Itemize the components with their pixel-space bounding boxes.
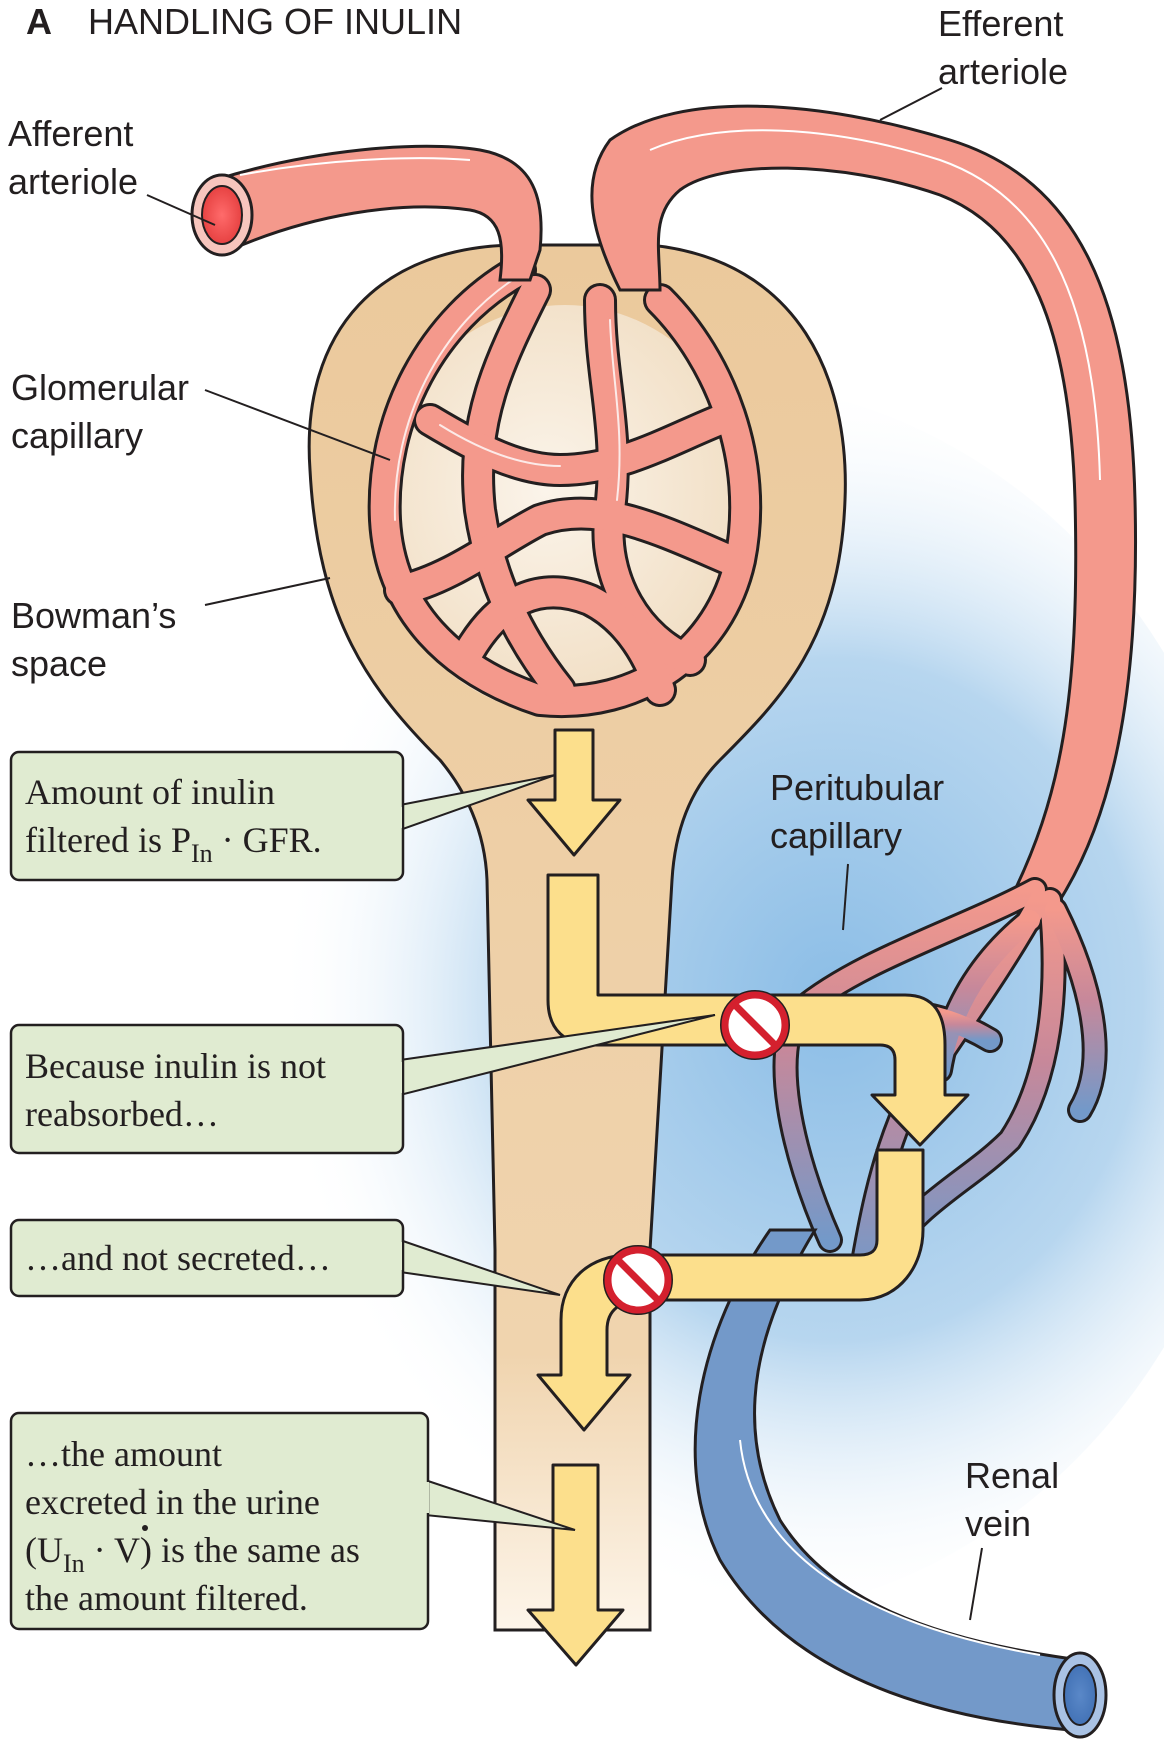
callout-excreted-line1: …the amount	[25, 1434, 222, 1474]
efferent-label-line1: Efferent	[938, 3, 1063, 44]
secretion-path-arrow	[536, 1148, 925, 1432]
renal-vein	[693, 1228, 1108, 1739]
renal-vein-label-line1: Renal	[965, 1455, 1059, 1496]
excretion-arrow	[526, 1463, 625, 1667]
renal-vein-label-line2: vein	[965, 1503, 1031, 1544]
callout-excreted	[9, 1411, 576, 1631]
efferent-arteriole	[590, 104, 1137, 902]
filtration-arrow	[526, 728, 622, 857]
callout-reabsorbed-line1: Because inulin is not	[25, 1046, 326, 1086]
bowman-label-line1: Bowman’s	[11, 595, 176, 636]
bowman-label-line2: space	[11, 643, 107, 684]
callout-filtered-line2: filtered is PIn · GFR.	[25, 820, 322, 868]
peritubular-label-line2: capillary	[770, 815, 902, 856]
peritubular-label-line1: Peritubular	[770, 767, 944, 808]
callout-filtered	[9, 750, 556, 882]
glomerular-capillary	[367, 253, 763, 719]
callout-excreted-line3: (UIn · V) is the same as	[25, 1530, 360, 1578]
glomerular-label-line1: Glomerular	[11, 367, 189, 408]
v-dot-mark	[142, 1525, 148, 1531]
afferent-arteriole	[190, 144, 543, 282]
afferent-label-line1: Afferent	[8, 113, 133, 154]
efferent-label-line2: arteriole	[938, 51, 1068, 92]
svg-text:A HANDLING OF INULIN: A HANDLING OF INULIN	[26, 1, 462, 42]
no-secretion-icon	[603, 1245, 673, 1315]
callout-reabsorbed-line2: reabsorbed…	[25, 1094, 219, 1134]
afferent-label-line2: arteriole	[8, 161, 138, 202]
leader-lines	[146, 87, 983, 1621]
callout-filtered-line1: Amount of inulin	[25, 772, 275, 812]
callout-secreted-line1: …and not secreted…	[25, 1238, 331, 1278]
panel-letter: A	[26, 1, 52, 42]
glomerular-label-line2: capillary	[11, 415, 143, 456]
panel-title: HANDLING OF INULIN	[88, 1, 462, 42]
callout-reabsorbed	[9, 1014, 716, 1155]
callout-excreted-line4: the amount filtered.	[25, 1578, 308, 1618]
callout-secreted	[9, 1218, 561, 1298]
no-reabsorption-icon	[720, 990, 790, 1060]
callout-excreted-line2: excreted in the urine	[25, 1482, 320, 1522]
